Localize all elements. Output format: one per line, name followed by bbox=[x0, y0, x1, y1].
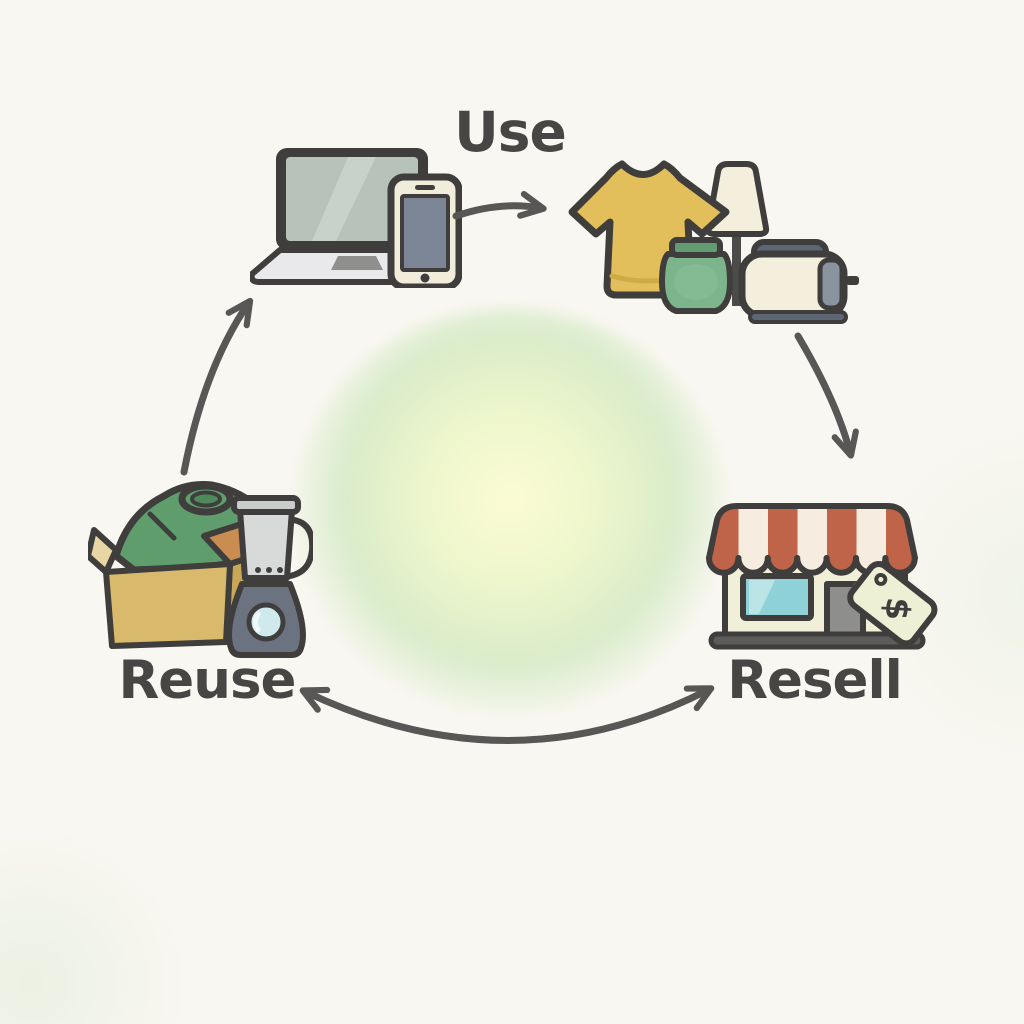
price-tag-icon: $ bbox=[847, 561, 938, 647]
store-base bbox=[708, 631, 926, 650]
dollar-sign: $ bbox=[878, 596, 918, 621]
arrow-use-to-goods bbox=[452, 191, 547, 220]
box-blender-icon bbox=[88, 472, 313, 662]
center-green-glow bbox=[295, 308, 725, 713]
toaster-icon bbox=[738, 239, 859, 324]
laptop-trackpad bbox=[331, 256, 383, 270]
arrow-resell-reuse bbox=[299, 685, 715, 744]
vase-icon bbox=[659, 237, 733, 314]
resell-label: Resell bbox=[727, 650, 903, 711]
store-icon: $ bbox=[703, 500, 963, 660]
use-label: Use bbox=[454, 100, 567, 164]
blender-icon bbox=[226, 495, 313, 658]
smartphone-icon bbox=[387, 173, 462, 288]
store-window bbox=[740, 573, 814, 621]
goods-icon bbox=[558, 148, 863, 333]
laptop-phone-icon bbox=[250, 146, 462, 288]
arrow-reuse-to-use bbox=[180, 297, 254, 476]
arrow-goods-to-resell bbox=[794, 332, 859, 459]
reuse-label: Reuse bbox=[118, 650, 297, 711]
